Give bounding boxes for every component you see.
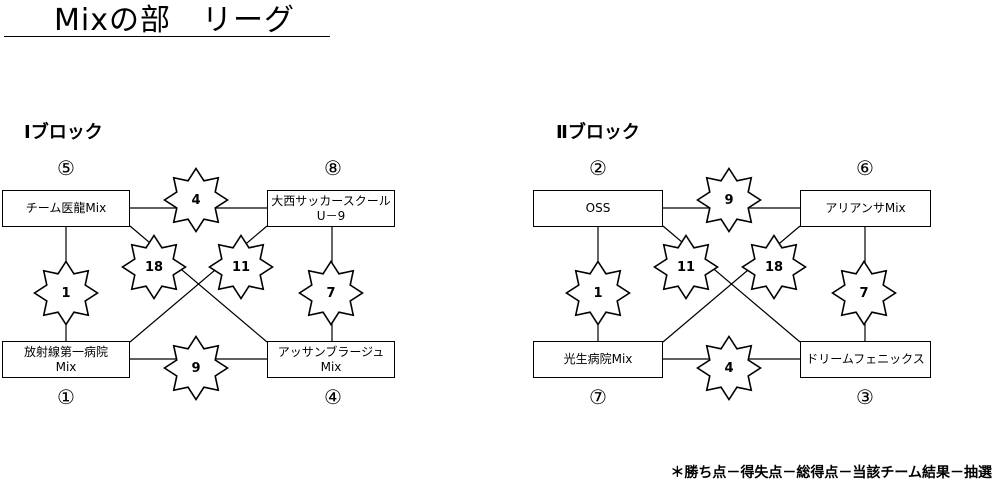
block-2-match-diag-tr-bl: 18	[740, 234, 808, 300]
team-name-line2: U－9	[316, 208, 346, 223]
block-2-team-br: ドリームフェニックス	[800, 341, 931, 378]
block-2-match-bottom: 4	[695, 335, 763, 401]
star-shape	[298, 260, 364, 326]
star-shape	[696, 167, 762, 233]
team-name-line2: Mix	[55, 359, 77, 374]
star-shape	[565, 260, 631, 326]
team-name: アリアンサMix	[825, 201, 906, 215]
block-1-match-left: 1	[32, 260, 100, 326]
star-shape	[33, 260, 99, 326]
match-number: 18	[144, 259, 164, 275]
star-outline	[741, 234, 807, 300]
block-1-match-bottom: 9	[162, 335, 230, 401]
block-2-team-tl: OSS	[533, 190, 663, 227]
team-name: 大西サッカースクール	[271, 193, 391, 208]
block-1-label: Ⅰブロック	[24, 122, 103, 143]
match-number: 7	[326, 285, 336, 301]
team-name: ドリームフェニックス	[806, 352, 925, 366]
star-outline	[696, 335, 762, 401]
match-number: 1	[593, 285, 603, 301]
title-underline	[4, 36, 330, 37]
match-number: 9	[724, 192, 734, 208]
tiebreak-note: ＊勝ち点－得失点－総得点－当該チーム結果－抽選	[670, 465, 992, 481]
block-2-label: Ⅱブロック	[556, 122, 640, 143]
block-1-team-tl: チーム医龍Mix	[2, 190, 130, 227]
match-number: 4	[724, 360, 734, 376]
match-number: 7	[859, 285, 869, 301]
block-1-seed-br: ④	[324, 385, 342, 409]
star-shape	[208, 234, 274, 300]
block-2-team-bl: 光生病院Mix	[533, 341, 663, 378]
match-number: 1	[61, 285, 71, 301]
block-2-match-left: 1	[564, 260, 632, 326]
match-number: 18	[764, 259, 784, 275]
star-outline	[653, 234, 719, 300]
star-outline	[163, 335, 229, 401]
star-shape	[741, 234, 807, 300]
team-name: チーム医龍Mix	[25, 201, 107, 215]
block-2-match-top: 9	[695, 167, 763, 233]
block-2-seed-tl: ②	[589, 156, 607, 180]
team-name: 放射線第一病院	[23, 344, 108, 359]
block-1-match-right: 7	[297, 260, 365, 326]
match-number: 11	[231, 259, 251, 275]
star-outline	[121, 234, 187, 300]
star-shape	[831, 260, 897, 326]
block-1-seed-bl: ①	[57, 385, 75, 409]
team-name: OSS	[585, 201, 611, 215]
match-number: 11	[676, 259, 696, 275]
star-shape	[653, 234, 719, 300]
block-1-match-diag-tr-bl: 11	[207, 234, 275, 300]
block-1-seed-tl: ⑤	[57, 156, 75, 180]
block-1-match-top: 4	[162, 167, 230, 233]
star-outline	[831, 260, 897, 326]
star-outline	[163, 167, 229, 233]
star-outline	[208, 234, 274, 300]
team-name: アッサンブラージュ	[277, 344, 385, 359]
block-1-match-diag-tl-br: 18	[120, 234, 188, 300]
block-2-seed-br: ③	[856, 385, 874, 409]
block-2-match-right: 7	[830, 260, 898, 326]
block-2-match-diag-tl-br: 11	[652, 234, 720, 300]
star-shape	[121, 234, 187, 300]
block-2-seed-tr: ⑥	[856, 156, 874, 180]
block-2-seed-bl: ⑦	[589, 385, 607, 409]
team-name-line2: Mix	[320, 359, 342, 374]
team-name: 光生病院Mix	[563, 352, 633, 366]
star-shape	[696, 335, 762, 401]
block-2-team-tr: アリアンサMix	[800, 190, 931, 227]
star-shape	[163, 167, 229, 233]
block-1-seed-tr: ⑧	[324, 156, 342, 180]
star-shape	[163, 335, 229, 401]
match-number: 9	[191, 360, 201, 376]
star-outline	[298, 260, 364, 326]
star-outline	[565, 260, 631, 326]
star-outline	[696, 167, 762, 233]
match-number: 4	[191, 192, 201, 208]
star-outline	[33, 260, 99, 326]
page-title: Mixの部 リーグ	[54, 3, 295, 38]
